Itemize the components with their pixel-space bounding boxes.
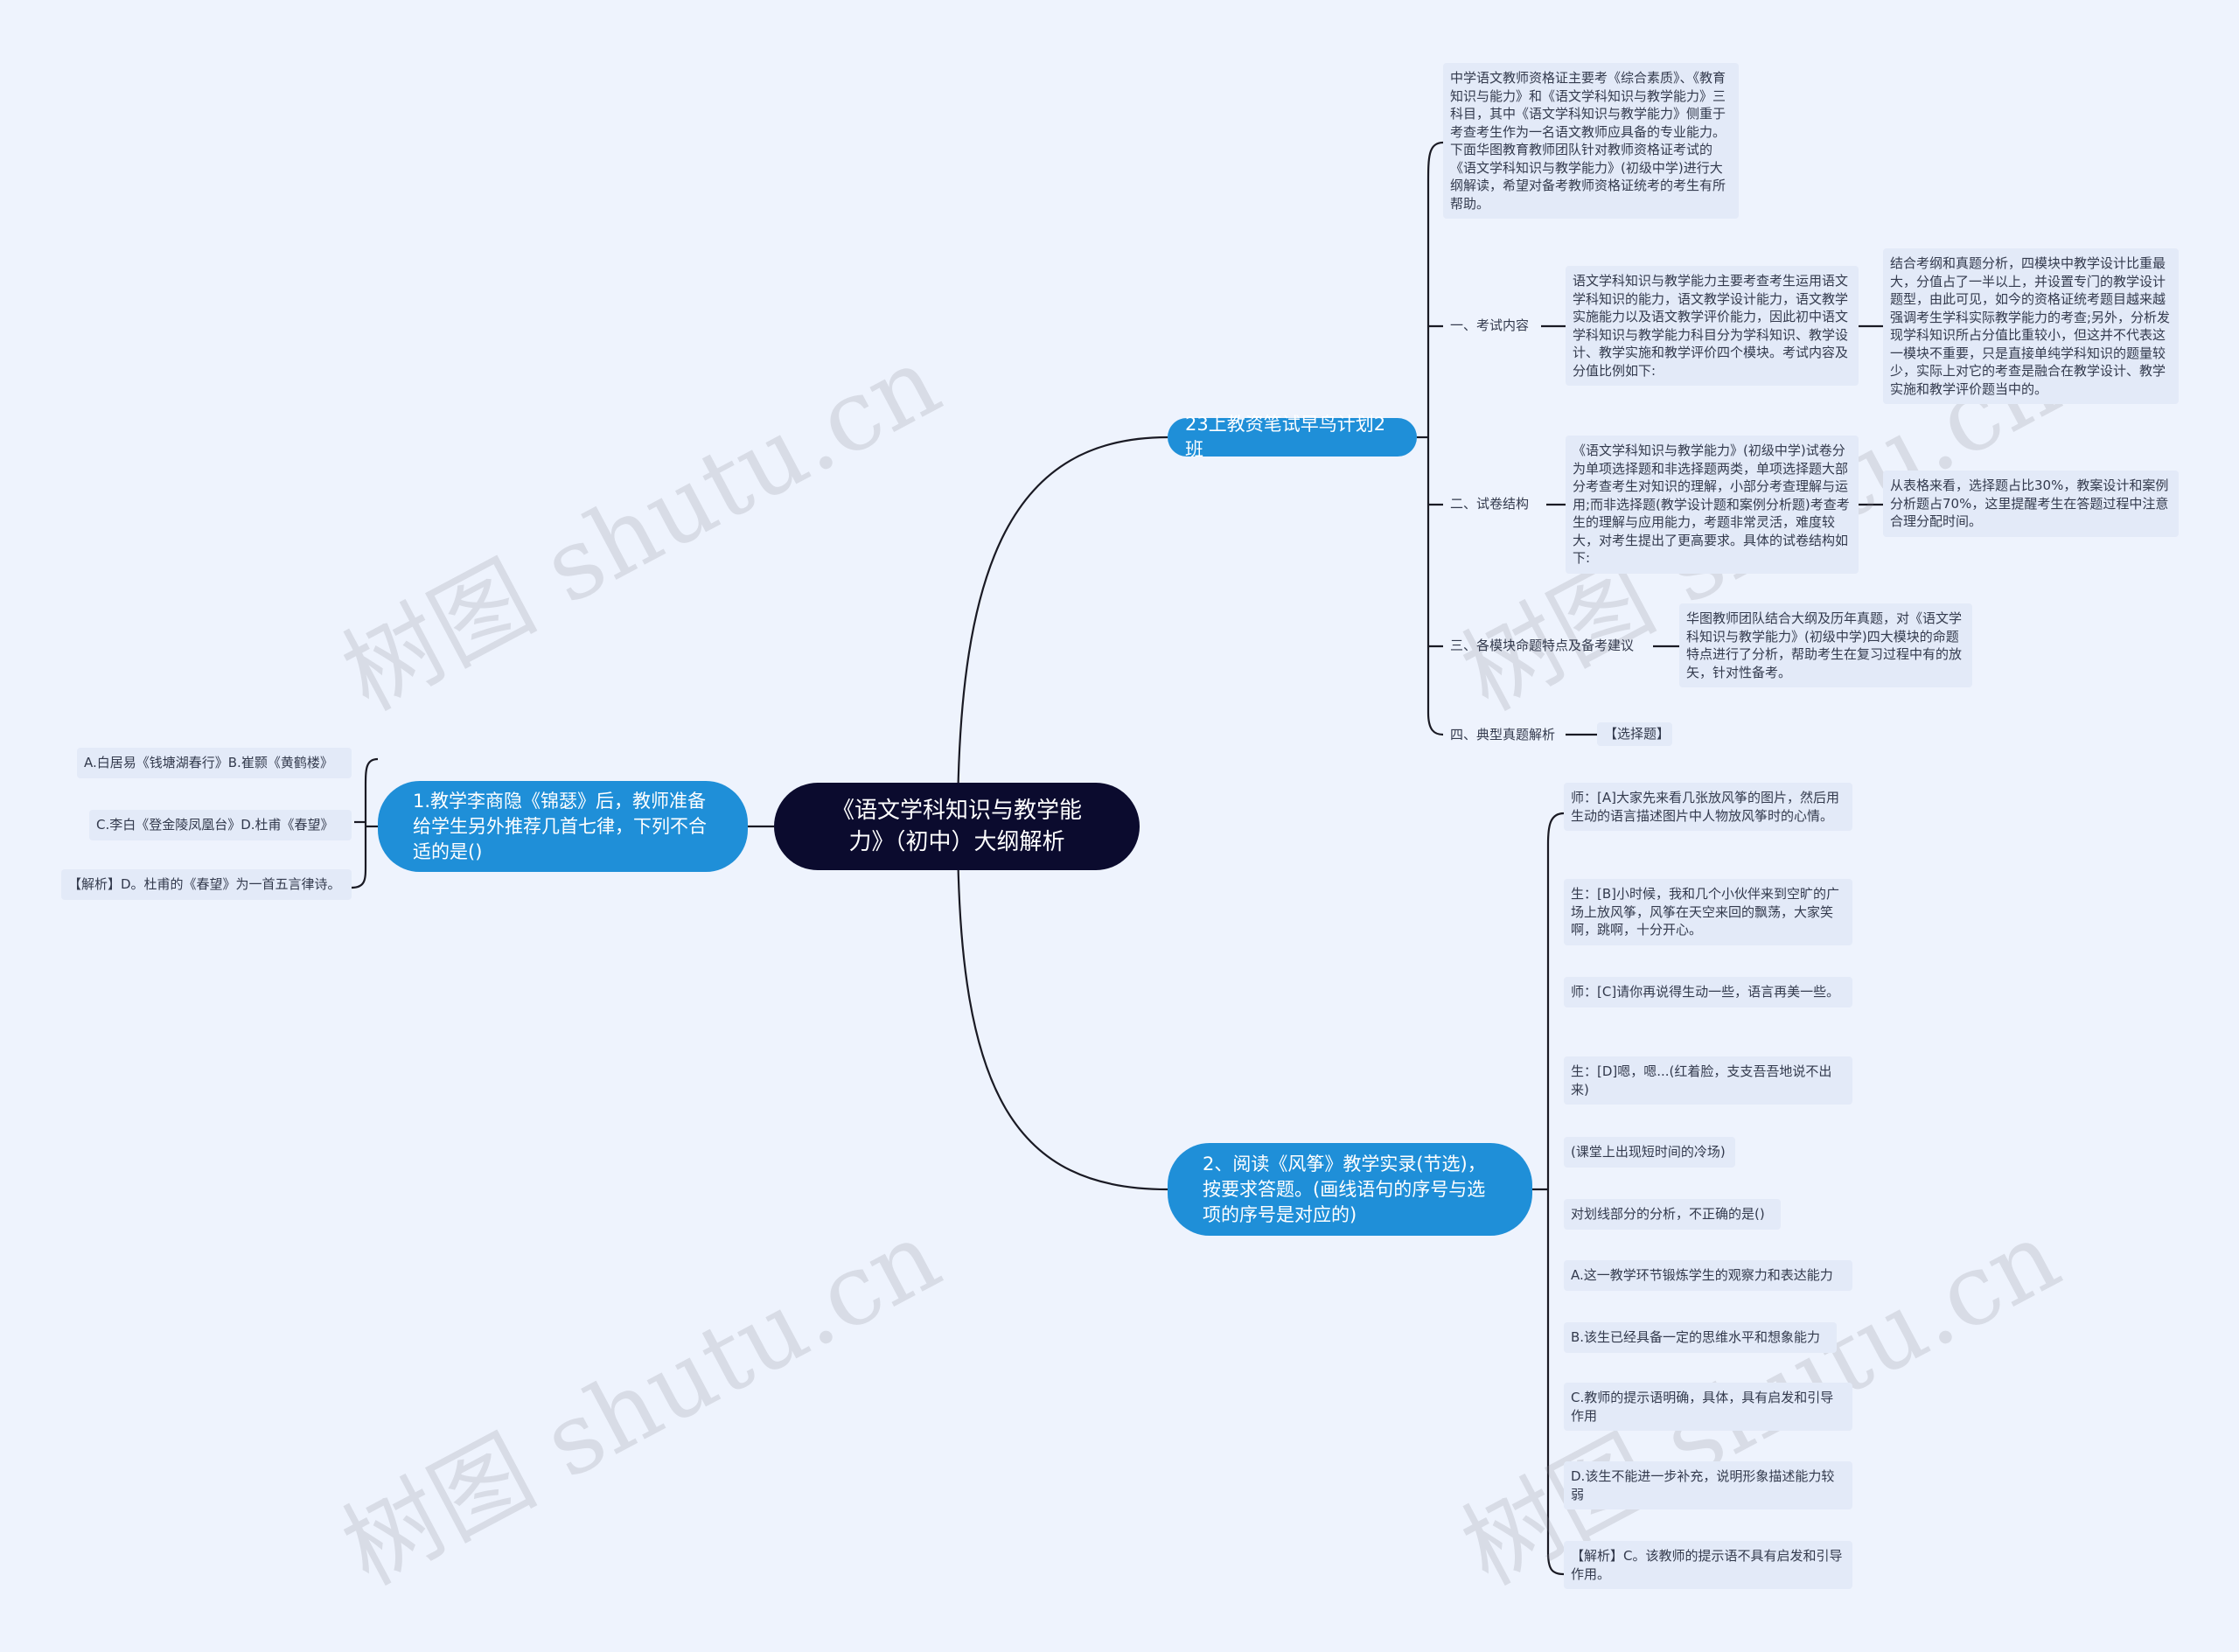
branch-plan-label: 23上教资笔试早鸟计划2班 <box>1185 414 1386 460</box>
question-2-item[interactable]: 师：[A]大家先来看几张放风筝的图片，然后用生动的语言描述图片中人物放风筝时的心… <box>1564 783 1852 831</box>
question-2-item[interactable]: 对划线部分的分析，不正确的是() <box>1564 1199 1781 1230</box>
plan-intro[interactable]: 中学语文教师资格证主要考《综合素质》、《教育知识与能力》和《语文学科知识与教学能… <box>1443 63 1739 219</box>
branch-plan[interactable]: 23上教资笔试早鸟计划2班 <box>1168 414 1417 460</box>
section-module-features-label[interactable]: 三、各模块命题特点及备考建议 <box>1450 638 1635 653</box>
section-paper-structure-label[interactable]: 二、试卷结构 <box>1450 496 1530 512</box>
branch-question-1[interactable]: 1.教学李商隐《锦瑟》后，教师准备给学生另外推荐几首七律，下列不合适的是() <box>378 781 748 872</box>
question-2-item[interactable]: 生：[D]嗯，嗯...(红着脸，支支吾吾地说不出来) <box>1564 1056 1852 1105</box>
question-2-analysis[interactable]: 【解析】C。该教师的提示语不具有启发和引导作用。 <box>1564 1541 1852 1589</box>
question-2-item[interactable]: (课堂上出现短时间的冷场) <box>1564 1137 1735 1168</box>
section-exam-content-label[interactable]: 一、考试内容 <box>1450 317 1530 333</box>
question-1-option[interactable]: A.白居易《钱塘湖春行》B.崔颢《黄鹤楼》 <box>77 748 352 778</box>
branch-question-2-label: 2、阅读《风筝》教学实录(节选)，按要求答题。(画线语句的序号与选项的序号是对应… <box>1203 1153 1486 1225</box>
question-2-item[interactable]: 师：[C]请你再说得生动一些，语言再美一些。 <box>1564 977 1852 1007</box>
question-2-option[interactable]: C.教师的提示语明确，具体，具有启发和引导作用 <box>1564 1383 1852 1431</box>
central-topic[interactable]: 《语文学科知识与教学能力》（初中）大纲解析 <box>774 783 1140 870</box>
branch-question-2[interactable]: 2、阅读《风筝》教学实录(节选)，按要求答题。(画线语句的序号与选项的序号是对应… <box>1168 1143 1532 1236</box>
branch-question-1-label: 1.教学李商隐《锦瑟》后，教师准备给学生另外推荐几首七律，下列不合适的是() <box>413 790 707 862</box>
section-paper-structure-note[interactable]: 从表格来看，选择题占比30%，教案设计和案例分析题占70%，这里提醒考生在答题过… <box>1883 471 2179 537</box>
question-2-item[interactable]: 生：[B]小时候，我和几个小伙伴来到空旷的广场上放风筝，风筝在天空来回的飘荡，大… <box>1564 879 1852 945</box>
central-topic-text: 《语文学科知识与教学能力》（初中）大纲解析 <box>831 798 1082 855</box>
question-2-option[interactable]: D.该生不能进一步补充，说明形象描述能力较弱 <box>1564 1461 1852 1509</box>
section-typical-questions-label[interactable]: 四、典型真题解析 <box>1450 727 1556 742</box>
section-module-features-text[interactable]: 华图教师团队结合大纲及历年真题，对《语文学科知识与教学能力》(初级中学)四大模块… <box>1679 603 1972 687</box>
question-2-option[interactable]: A.这一教学环节锻炼学生的观察力和表达能力 <box>1564 1260 1852 1291</box>
section-typical-questions-text[interactable]: 【选择题】 <box>1597 722 1672 746</box>
section-exam-content-note[interactable]: 结合考纲和真题分析，四模块中教学设计比重最大，分值占了一半以上，并设置专门的教学… <box>1883 248 2179 404</box>
question-2-option[interactable]: B.该生已经具备一定的思维水平和想象能力 <box>1564 1322 1837 1353</box>
question-1-analysis[interactable]: 【解析】D。杜甫的《春望》为一首五言律诗。 <box>61 869 352 900</box>
question-1-option[interactable]: C.李白《登金陵凤凰台》D.杜甫《春望》 <box>89 810 352 840</box>
section-paper-structure-text[interactable]: 《语文学科知识与教学能力》(初级中学)试卷分为单项选择题和非选择题两类，单项选择… <box>1566 436 1859 574</box>
section-exam-content-text[interactable]: 语文学科知识与教学能力主要考查考生运用语文学科知识的能力，语文教学设计能力，语文… <box>1566 266 1859 386</box>
